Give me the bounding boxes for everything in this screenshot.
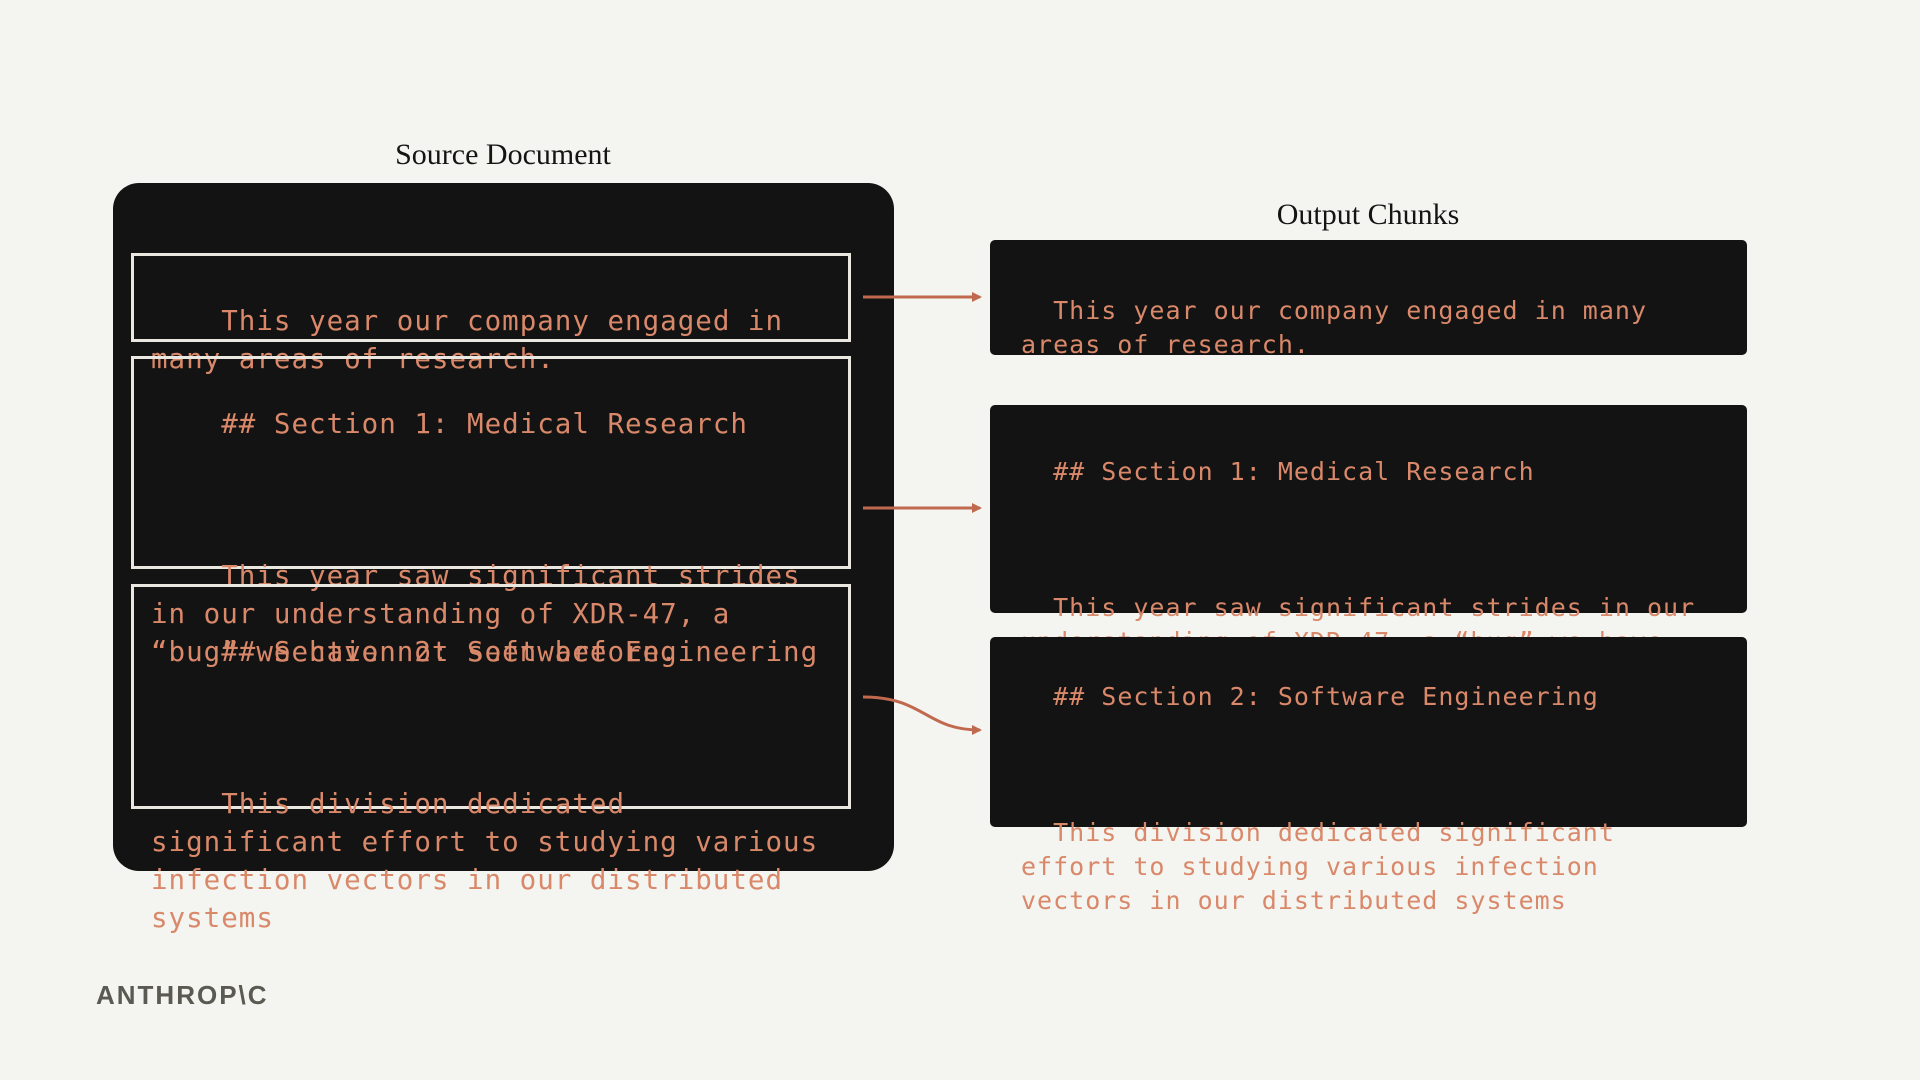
source-section-1-box: ## Section 1: Medical Research This year… xyxy=(131,356,851,668)
output-chunk-2: ## Section 1: Medical Research This year… xyxy=(990,405,1747,690)
chunk-2-heading: ## Section 1: Medical Research xyxy=(1053,457,1535,486)
source-document-panel: This year our company engaged in many ar… xyxy=(113,183,894,934)
source-section-2-heading: ## Section 2: Software Engineering xyxy=(221,636,819,668)
chunk-1-body: This year our company engaged in many ar… xyxy=(1021,296,1664,359)
source-section-2-box: ## Section 2: Software Engineering This … xyxy=(131,584,851,934)
output-chunks-heading: Output Chunks xyxy=(1276,198,1460,231)
source-section-1-heading: ## Section 1: Medical Research xyxy=(221,408,748,440)
chunk-3-body: This division dedicated significant effo… xyxy=(1021,818,1631,915)
output-chunk-3: ## Section 2: Software Engineering This … xyxy=(990,637,1747,915)
anthropic-logo: ANTHROP\C xyxy=(96,980,269,1010)
source-section-2-body: This division dedicated significant effo… xyxy=(151,788,836,934)
chunk-3-heading: ## Section 2: Software Engineering xyxy=(1053,682,1599,711)
source-intro-box: This year our company engaged in many ar… xyxy=(131,253,851,375)
output-chunk-1: This year our company engaged in many ar… xyxy=(990,240,1747,359)
source-intro-text: This year our company engaged in many ar… xyxy=(151,305,801,375)
source-document-heading: Source Document xyxy=(395,138,611,171)
